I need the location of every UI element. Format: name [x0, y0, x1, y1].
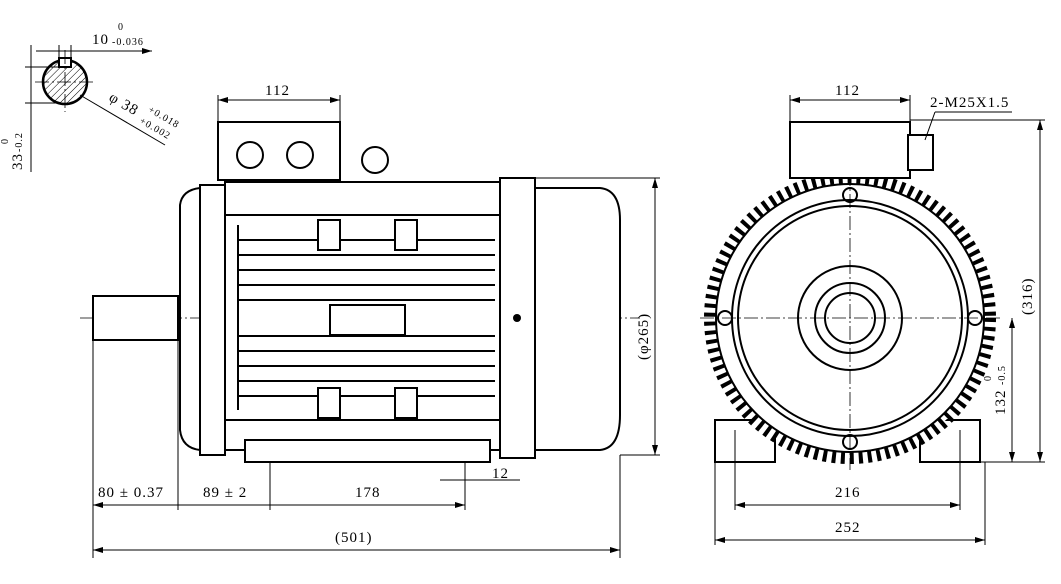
key-depth-tol-upper: 0 [0, 138, 11, 144]
shaft-diameter-dim: φ 38 [106, 90, 141, 120]
front-terminal-box-width-dim: 112 [835, 83, 860, 99]
shaft-height-dim: 132 [993, 390, 1009, 416]
body-diameter-dim: (φ265) [636, 313, 652, 360]
foot-hole-spacing-dim: 216 [835, 485, 861, 501]
shaft-length-dim: 80 ± 0.37 [98, 485, 164, 501]
key-depth-dim: 33 [10, 153, 26, 170]
foot-width-dim: 252 [835, 520, 861, 536]
shaft-section: 10 0 -0.036 33 0 -0.2 φ 38 +0.018 +0.002 [0, 22, 181, 172]
side-view: 112 (φ265) 80 ± 0.37 89 ± 2 178 12 (501) [80, 83, 660, 558]
front-terminal-box [789, 121, 911, 179]
overall-height-dim: (316) [1020, 278, 1036, 316]
shaft-height-tol-upper: 0 [983, 375, 994, 381]
shaft-to-foot-dim: 89 ± 2 [203, 485, 247, 501]
key-width-dim: 10 [92, 32, 109, 48]
foot-spacing-dim: 178 [355, 485, 381, 501]
foot-hole-dim: 12 [492, 466, 509, 482]
overall-length-dim: (501) [335, 530, 373, 546]
terminal-box [217, 121, 341, 181]
cable-gland [907, 134, 934, 171]
key-width-tol-lower: -0.036 [112, 37, 144, 48]
shaft [92, 295, 179, 341]
shaft-height-tol-lower: -0.5 [997, 365, 1008, 385]
side-terminal-box-width-dim: 112 [265, 83, 290, 99]
key-depth-tol-lower: -0.2 [14, 132, 25, 152]
front-view: 112 2-M25X1.5 (316) 132 0 -0.5 216 252 [700, 83, 1045, 545]
key-width-tol-upper: 0 [118, 22, 124, 33]
feet [244, 439, 491, 463]
cable-gland-dim: 2-M25X1.5 [930, 95, 1009, 111]
